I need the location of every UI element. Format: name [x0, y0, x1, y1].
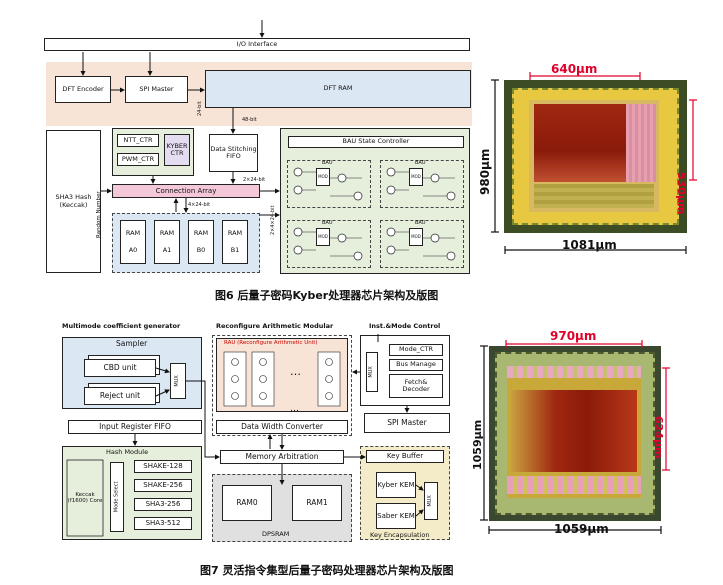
bau-cell-3-label: BAU: [322, 220, 333, 226]
inst-mux: MUX: [366, 352, 378, 392]
ram-a1: RAM A1: [154, 220, 180, 264]
mode-ctr: Mode_CTR: [389, 344, 443, 356]
chip7-logic: [511, 390, 637, 472]
multimode-title: Multimode coefficient generator: [62, 322, 181, 330]
spi-master-7: SPI Master: [364, 413, 450, 433]
chip7-frame: [489, 346, 661, 521]
memory-arbitration: Memory Arbitration: [220, 450, 344, 464]
mod-4: MOD: [409, 228, 423, 246]
kyber-ctr: KYBER CTR: [164, 134, 190, 166]
mod-2: MOD: [409, 168, 423, 186]
key-encapsulation-label: Key Encapsulation: [370, 531, 430, 539]
sha3-256: SHA3-256: [134, 498, 192, 511]
input-register-fifo: Input Register FIFO: [68, 420, 202, 434]
chip6-bottom-block: [534, 184, 654, 208]
data-width-converter: Data Width Converter: [216, 420, 348, 434]
chip6-logic: [534, 104, 626, 182]
ram-a1-sub: A1: [162, 246, 172, 254]
spi-master-6: SPI Master: [125, 76, 188, 103]
dft-encoder: DFT Encoder: [55, 76, 111, 103]
bw-2x24bit: 2×24-bit: [243, 177, 266, 183]
inst-mode-title: Inst.&Mode Control: [369, 322, 441, 330]
chip7-top-ram: [507, 366, 641, 378]
ram-b0-sub: B0: [196, 246, 206, 254]
bau-region: [280, 128, 470, 274]
bau-cell-4: BAU: [380, 220, 464, 268]
bau-state-controller: BAU State Controller: [288, 136, 464, 148]
bau-cell-4-label: BAU: [415, 220, 426, 226]
fig7-caption: 图7 灵活指令集型后量子密码处理器芯片架构及版图: [200, 564, 454, 577]
saber-kem: Saber KEM: [376, 503, 416, 529]
key-buffer: Key Buffer: [366, 450, 444, 463]
rau-dots-2: …: [290, 404, 299, 414]
key-mux: MUX: [424, 482, 438, 520]
hash-module-label: Hash Module: [106, 448, 149, 456]
dft-ram: DFT RAM: [205, 70, 471, 108]
reject-unit: Reject unit: [84, 387, 156, 405]
ram-b1-sub: B1: [230, 246, 240, 254]
sampler-mux: MUX: [170, 363, 186, 399]
chip7-die-width: 970μm: [550, 329, 597, 343]
chip7-bottom-ram: [507, 476, 641, 494]
fetch-decoder: Fetch& Decoder: [389, 374, 443, 398]
ram-a0-label: RAM: [125, 228, 141, 237]
ram-b0: RAM B0: [188, 220, 214, 264]
ram1: RAM1: [292, 485, 342, 521]
ram-b0-label: RAM: [193, 228, 209, 237]
dpsram-label: DPSRAM: [262, 530, 290, 538]
mod-3: MOD: [316, 228, 330, 246]
shake256: SHAKE-256: [134, 479, 192, 492]
chip7-width: 1059μm: [554, 522, 609, 536]
bau-cell-1-label: BAU: [322, 160, 333, 166]
chip6-ram-col: [626, 104, 656, 182]
bau-cell-1: BAU: [287, 160, 371, 208]
rau-title: Reconfigure Arithmetic Modular: [216, 322, 334, 330]
rau-inner-label: RAU (Reconfigure Arithmetic Unit): [224, 340, 318, 346]
bau-cell-2: BAU: [380, 160, 464, 208]
chip6-frame: [504, 80, 687, 233]
connection-array: Connection Array: [112, 184, 260, 198]
sha3-512: SHA3-512: [134, 517, 192, 530]
mode-select: Mode Select: [110, 462, 124, 532]
ram-b1-label: RAM: [227, 228, 243, 237]
kyber-kem: Kyber KEM: [376, 472, 416, 498]
fig6-caption: 图6 后量子密码Kyber处理器芯片架构及版图: [215, 289, 439, 302]
shake128: SHAKE-128: [134, 460, 192, 473]
sha3-hash: SHA3 Hash (Keccak): [46, 130, 101, 273]
rau-dots: …: [290, 365, 301, 378]
ram-b1: RAM B1: [222, 220, 248, 264]
chip6-width: 1081μm: [562, 238, 617, 252]
chip6-die-width: 640μm: [551, 62, 598, 76]
ntt-ctr: NTT_CTR: [117, 134, 159, 147]
ram-a0: RAM A0: [120, 220, 146, 264]
cbd-unit: CBD unit: [84, 359, 156, 377]
bw-4x24bit: 4×24-bit: [188, 202, 211, 208]
bau-cell-2-label: BAU: [415, 160, 426, 166]
io-interface: I/O Interface: [44, 38, 470, 51]
sampler-label: Sampler: [116, 339, 148, 348]
ram-a1-label: RAM: [159, 228, 175, 237]
mod-1: MOD: [316, 168, 330, 186]
pwm-ctr: PWM_CTR: [117, 153, 159, 166]
bus-manage: Bus Manage: [389, 359, 443, 371]
keccak-core: Keccak (f1600) Core: [67, 491, 103, 504]
ram-a0-sub: A0: [128, 246, 138, 254]
data-stitching-fifo: Data Stitching FIFO: [209, 134, 258, 172]
ram0: RAM0: [222, 485, 272, 521]
bau-cell-3: BAU: [287, 220, 371, 268]
bw-48bit: 48-bit: [242, 117, 257, 123]
